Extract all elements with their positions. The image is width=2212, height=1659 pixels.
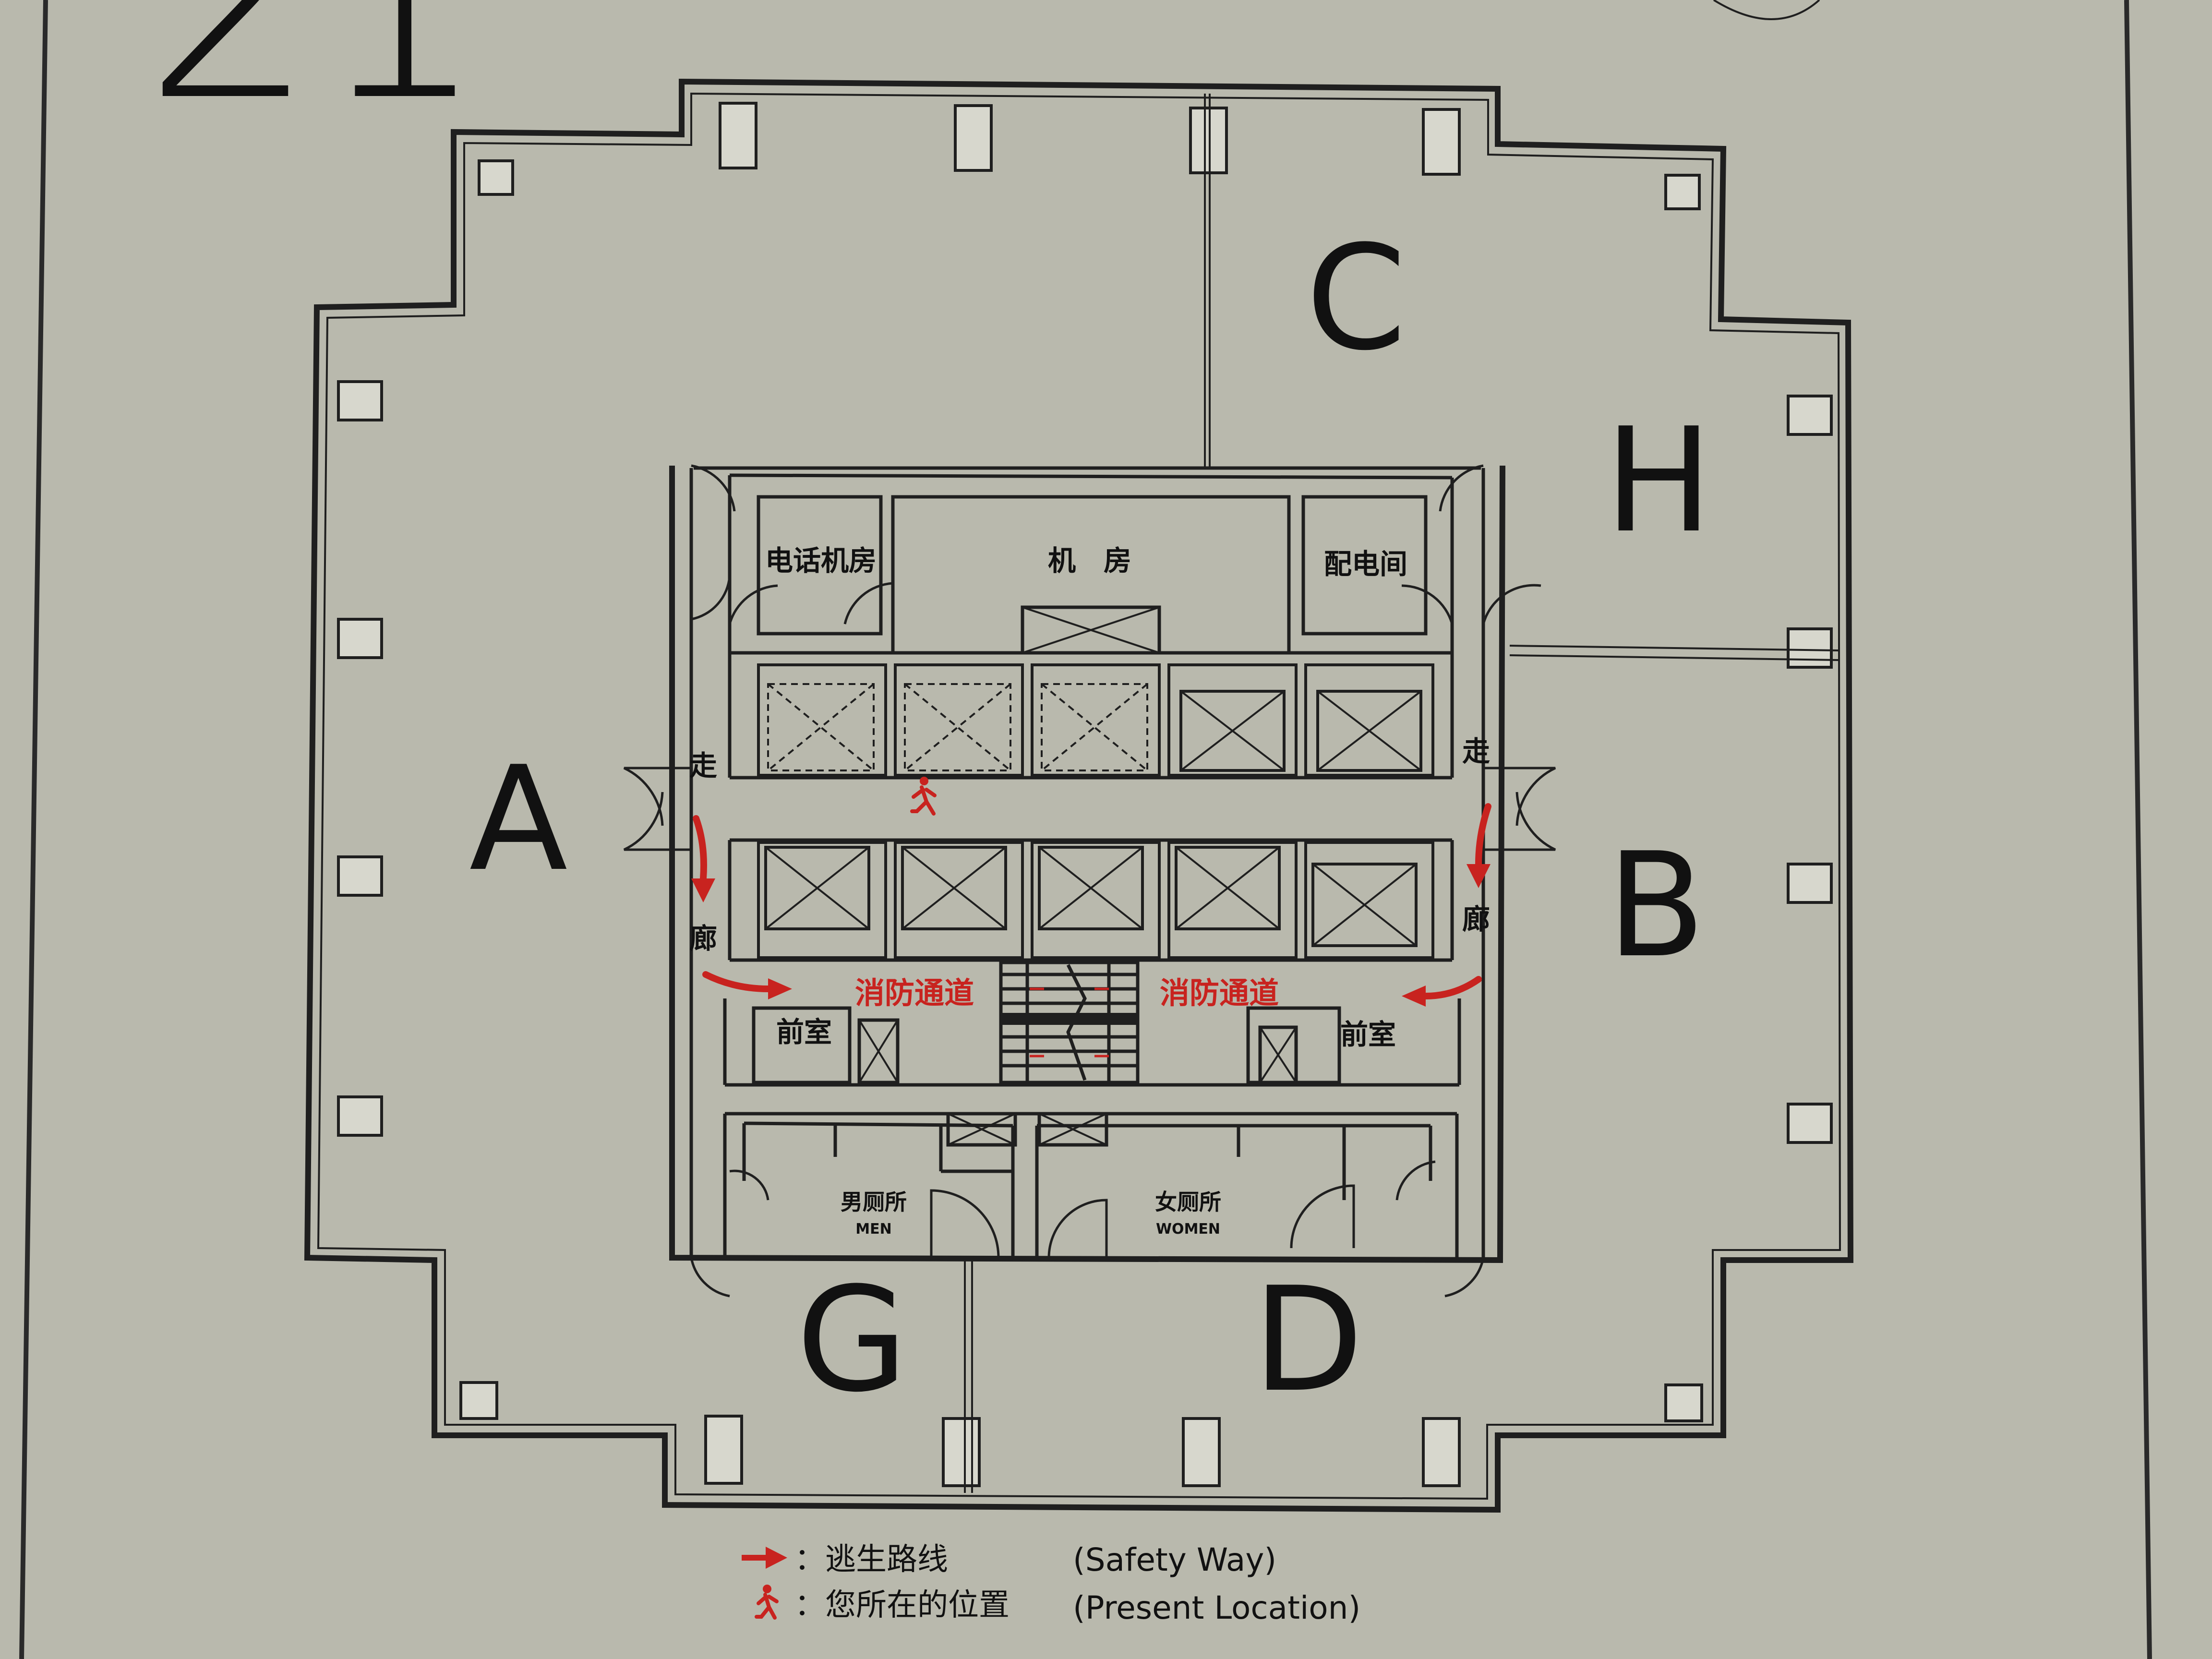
legend-safety-way-zh: ：逃生路线 [794,1542,948,1577]
legend-safety-way-en: (Safety Way) [1073,1541,1276,1578]
zone-label-b: B [1607,822,1706,989]
staircase [999,961,1140,1084]
power-room-label: 配电间 [1324,548,1407,580]
womens-toilet-en-label: WOMEN [1156,1221,1220,1238]
building-core [669,465,1505,1263]
legend-present-location: ：您所在的位置 (Present Location) [755,1585,1360,1626]
zone-label-a: A [469,735,568,903]
anteroom-left-label: 前室 [776,1016,832,1048]
doors [623,464,1556,1298]
fire-passage-right-label: 消防通道 [1160,975,1279,1010]
corridor-right-char-1: 走 [1462,735,1490,768]
red-arrow-icon [1467,864,1491,888]
red-arrow-icon [691,878,715,902]
zone-label-c: C [1306,215,1406,382]
running-person-icon [910,777,937,816]
zone-label-h: H [1604,397,1713,565]
building-outer-wall [304,78,1854,1513]
mens-toilet-en-label: MEN [855,1221,891,1238]
zone-label-g: G [796,1256,908,1424]
mens-toilet-label: 男厕所 [841,1189,907,1215]
sign-frame-right [2124,0,2152,1659]
toilet-block [723,1112,1459,1262]
zone-label-d: D [1252,1256,1363,1424]
elevators-upper [757,663,1434,777]
zone-dividers [964,94,1839,1493]
telephone-room-label: 电话机房 [765,544,877,577]
machine-room-label: 机 房 [1048,544,1131,577]
legend-present-location-en: (Present Location) [1073,1589,1360,1626]
corridor-left-char-1: 走 [689,749,717,782]
elevators-lower [757,841,1434,959]
red-arrow-icon [766,1547,787,1569]
corridor-right-char-2: 廊 [1462,903,1490,936]
legend-safety-way: ：逃生路线 (Safety Way) [742,1541,1276,1578]
floor-number: 21 [144,0,486,160]
sign-frame-left [19,0,48,1659]
womens-toilet-label: 女厕所 [1155,1189,1221,1215]
red-arrow-icon [768,978,792,999]
perimeter-columns [337,102,1833,1487]
red-arrow-icon [1402,986,1426,1007]
building-inner-wall [317,92,1841,1500]
legend-present-location-zh: ：您所在的位置 [794,1587,1010,1623]
corridor-left-char-2: 廊 [689,922,717,955]
logo-circle-partial [1713,0,1820,20]
anteroom-right-label: 前室 [1340,1018,1396,1051]
escape-route-arrows [691,803,1491,1058]
running-person-icon [755,1585,779,1620]
fire-passage-left-label: 消防通道 [855,975,974,1010]
legend: ：逃生路线 (Safety Way) ：您所在的位置 (Present Loca… [742,1541,1360,1626]
